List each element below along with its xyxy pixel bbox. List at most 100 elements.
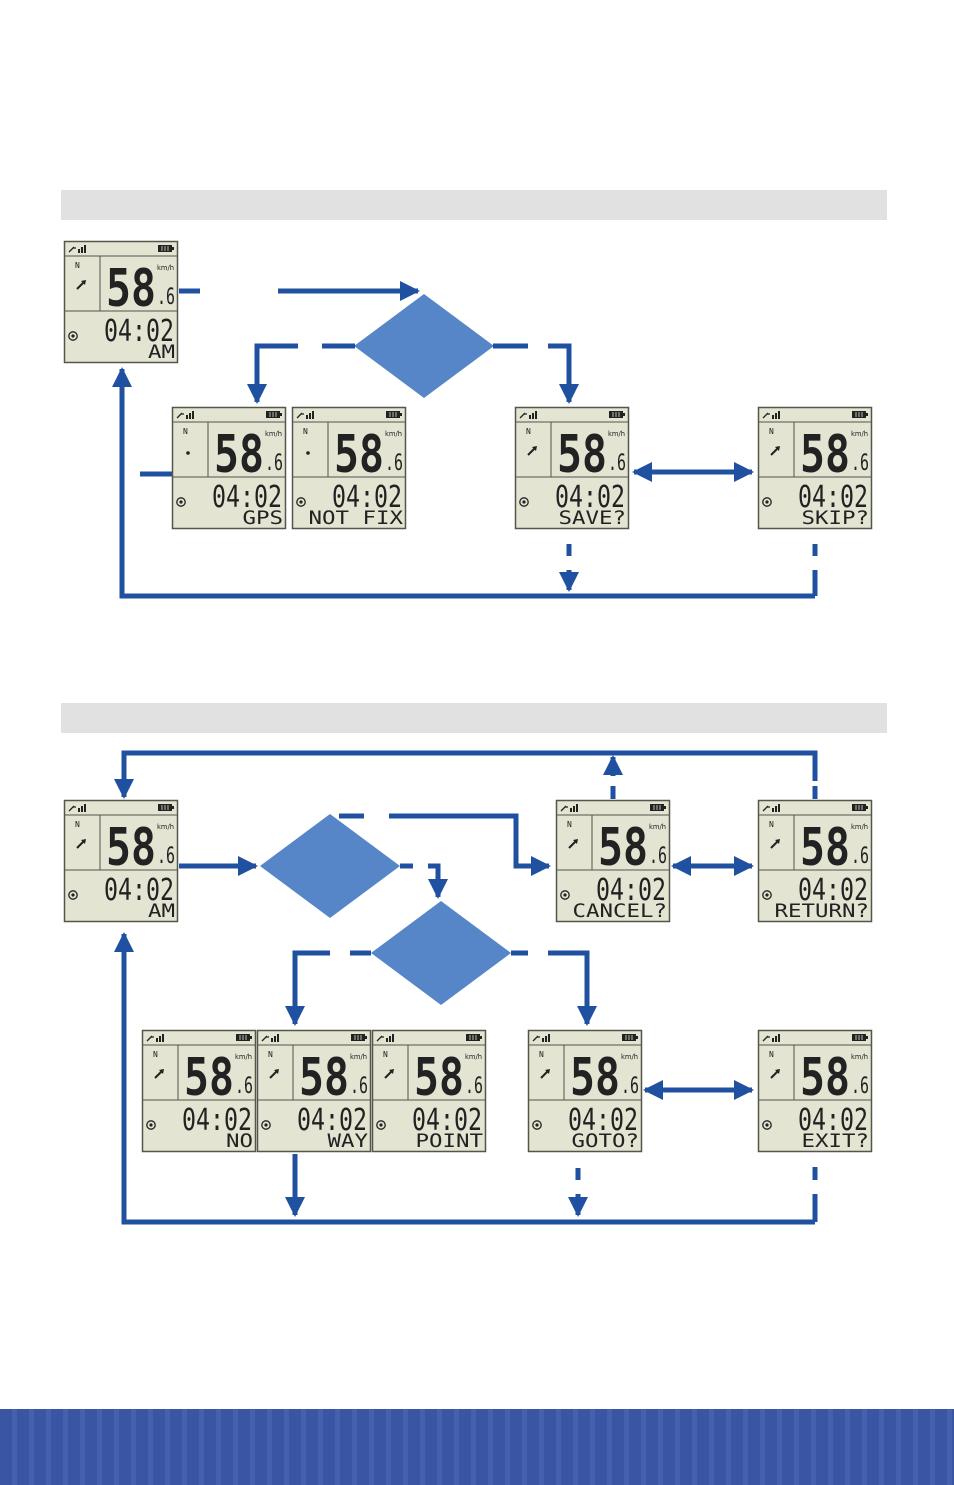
- speed-value: 58: [800, 1048, 850, 1108]
- speed-value: 58: [106, 818, 156, 878]
- backlight-icon: [762, 890, 772, 900]
- mode-label: AM: [148, 900, 175, 922]
- backlight-icon: [560, 890, 570, 900]
- speed-value: 58: [414, 1048, 464, 1108]
- north-label: N: [75, 820, 80, 829]
- north-label: N: [268, 1050, 273, 1059]
- backlight-icon: [146, 1120, 156, 1130]
- speed-decimal: .6: [385, 451, 403, 476]
- time-value: 04:02: [104, 873, 174, 908]
- heading-arrow-icon: [770, 446, 780, 456]
- battery-icon: [852, 804, 868, 811]
- battery-icon: [158, 245, 174, 252]
- time-value: 04:02: [104, 314, 174, 349]
- signal-icon: [532, 1034, 550, 1042]
- connector-section1-return: [112, 367, 815, 599]
- battery-icon: [852, 1034, 868, 1041]
- battery-icon: [622, 1034, 638, 1041]
- heading-arrow-icon: [540, 1069, 550, 1079]
- connector-decision3-right: [511, 950, 587, 1024]
- decision-2: [260, 814, 400, 918]
- speed-decimal: .6: [621, 1074, 639, 1099]
- signal-icon: [68, 245, 86, 253]
- battery-icon: [852, 411, 868, 418]
- speed-value: 58: [800, 818, 850, 878]
- battery-icon: [650, 804, 666, 811]
- screen-frame: [757, 406, 873, 530]
- signal-icon: [68, 804, 86, 812]
- screen-frame: [256, 1029, 372, 1153]
- speed-decimal: .6: [235, 1074, 253, 1099]
- decision-3: [371, 901, 511, 1005]
- decision-1: [354, 294, 494, 398]
- north-label: N: [539, 1050, 544, 1059]
- heading-arrow-icon: [568, 839, 578, 849]
- signal-icon: [762, 804, 780, 812]
- screen-frame: [63, 240, 179, 364]
- heading-arrow-icon: [269, 1069, 279, 1079]
- north-label: N: [567, 820, 572, 829]
- speed-value: 58: [214, 425, 264, 485]
- mode-label: SKIP?: [802, 507, 870, 529]
- footer-band: [0, 1409, 954, 1485]
- backlight-icon: [376, 1120, 386, 1130]
- signal-icon: [560, 804, 578, 812]
- connector-section2-return: [114, 932, 815, 1225]
- speed-unit: km/h: [851, 1053, 868, 1061]
- battery-icon: [236, 1034, 252, 1041]
- backlight-icon: [519, 497, 529, 507]
- mode-label: POINT: [416, 1130, 484, 1152]
- speed-decimal: .6: [851, 1074, 869, 1099]
- connector-decision1-right: [493, 343, 569, 402]
- mode-label: NOT FIX: [309, 507, 404, 529]
- north-label: N: [526, 427, 531, 436]
- mode-label: GPS: [243, 507, 284, 529]
- backlight-icon: [762, 497, 772, 507]
- screen-frame: [63, 799, 179, 923]
- connector-decision3-left: [295, 950, 371, 1024]
- speed-decimal: .6: [465, 1074, 483, 1099]
- heading-arrow-icon: [770, 1069, 780, 1079]
- speed-value: 58: [557, 425, 607, 485]
- backlight-icon: [762, 1120, 772, 1130]
- screen-frame: [291, 406, 407, 530]
- battery-icon: [609, 411, 625, 418]
- time-value: 04:02: [297, 1103, 367, 1138]
- speed-unit: km/h: [265, 430, 282, 438]
- backlight-icon: [68, 331, 78, 341]
- speed-value: 58: [334, 425, 384, 485]
- section-header-bar-2: [61, 703, 887, 733]
- heading-arrow-icon: [154, 1069, 164, 1079]
- north-label: N: [75, 261, 80, 270]
- speed-unit: km/h: [465, 1053, 482, 1061]
- backlight-icon: [296, 497, 306, 507]
- speed-value: 58: [598, 818, 648, 878]
- signal-icon: [176, 411, 194, 419]
- screen-frame: [371, 1029, 487, 1153]
- heading-arrow-icon: [770, 839, 780, 849]
- signal-icon: [762, 411, 780, 419]
- time-value: 04:02: [798, 480, 868, 515]
- signal-icon: [762, 1034, 780, 1042]
- mode-label: EXIT?: [802, 1130, 870, 1152]
- north-label: N: [383, 1050, 388, 1059]
- speed-decimal: .6: [157, 285, 175, 310]
- speed-decimal: .6: [851, 844, 869, 869]
- connector-decision2-to-cancel: [339, 813, 549, 866]
- speed-value: 58: [184, 1048, 234, 1108]
- battery-icon: [266, 411, 282, 418]
- screen-frame: [757, 1029, 873, 1153]
- time-value: 04:02: [555, 480, 625, 515]
- signal-icon: [376, 1034, 394, 1042]
- battery-icon: [158, 804, 174, 811]
- battery-icon: [466, 1034, 482, 1041]
- speed-decimal: .6: [851, 451, 869, 476]
